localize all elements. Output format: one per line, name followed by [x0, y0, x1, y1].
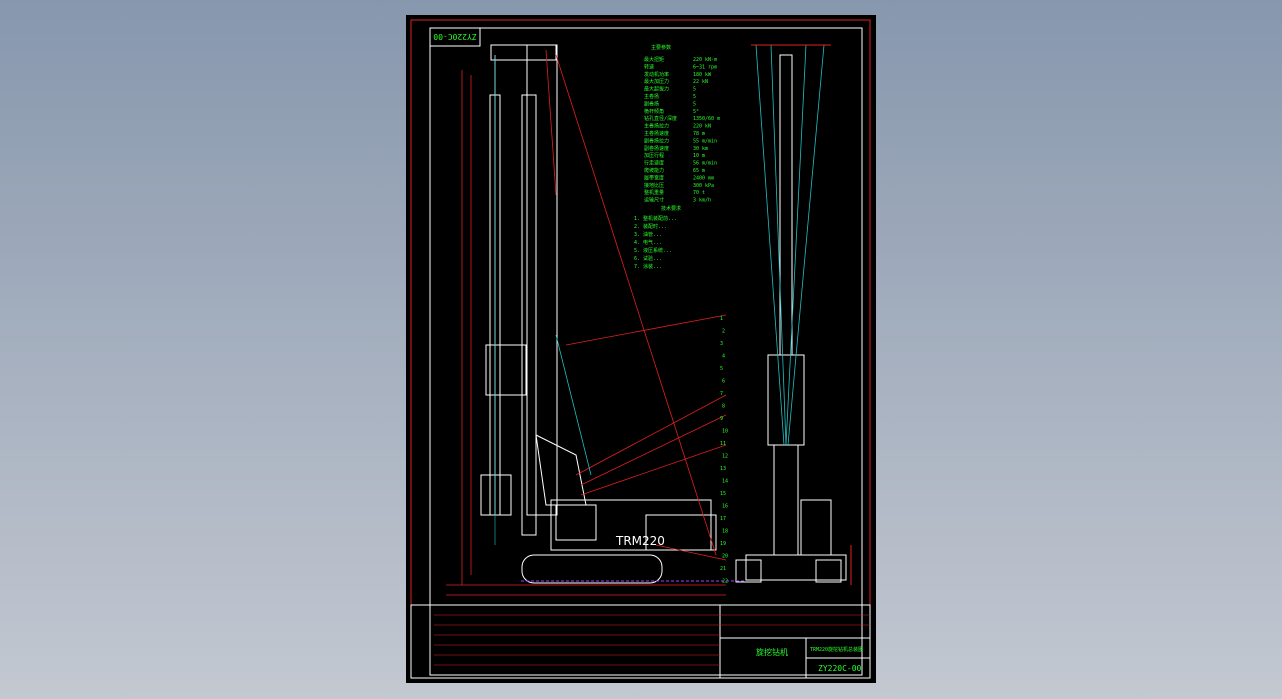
spec-name: 最大加压力: [644, 78, 669, 85]
spec-value: 220 kN·m: [693, 57, 717, 63]
spec-value: 30 km: [693, 146, 708, 152]
balloon-label: 8: [722, 404, 725, 410]
spec-value: 1350/60 m: [693, 116, 720, 122]
spec-value: 5: [693, 87, 696, 93]
spec-name: 转速: [644, 63, 654, 70]
title-model: TRM220旋挖钻机总装图: [810, 646, 863, 653]
spec-name: 副卷扬速度: [644, 145, 669, 152]
balloon-label: 12: [722, 454, 728, 460]
spec-name: 副卷扬拉力: [644, 137, 669, 144]
spec-value: 56 m/min: [693, 161, 717, 167]
cad-drawing-sheet[interactable]: ZY220C-00 TRM220: [406, 15, 876, 683]
spec-value: 2400 mm: [693, 175, 714, 181]
spec-value: 5: [693, 101, 696, 107]
spec-value: 180 kW: [693, 72, 712, 78]
spec-value: 220 kN: [693, 124, 711, 130]
spec-name: 整机重量: [644, 189, 664, 196]
drawing-canvas: ZY220C-00 TRM220: [410, 19, 871, 679]
balloon-label: 7: [720, 391, 723, 397]
spec-name: 最大扭矩: [644, 56, 664, 63]
spec-name: 主卷扬: [644, 93, 659, 100]
note-item: 4. 电气...: [634, 239, 662, 246]
rig-front-view: [735, 54, 847, 583]
balloon-label: 6: [722, 379, 725, 385]
swing-range-lines: [755, 44, 825, 446]
spec-name: 行走速度: [644, 160, 664, 167]
balloon-label: 20: [722, 554, 728, 560]
balloon-label: 21: [720, 566, 726, 572]
drawing-number-label: ZY220C-00: [433, 32, 477, 41]
note-item: 2. 装配时...: [634, 223, 667, 230]
spec-list: 最大扭矩 220 kN·m 转速 6~31 rpm 发动机功率 180 kW 最大加压力 22…: [644, 56, 720, 204]
spec-name: 履带宽度: [644, 174, 664, 181]
balloon-label: 17: [720, 516, 726, 522]
title-code: ZY220C-00: [818, 664, 862, 673]
spec-name: 运输尺寸: [644, 197, 664, 204]
spec-value: 10 m: [693, 153, 705, 159]
spec-name: 接地比压: [644, 182, 664, 189]
spec-name: 主卷扬速度: [644, 130, 669, 137]
drawing-number-box: [429, 27, 481, 47]
spec-value: 3 km/h: [693, 198, 711, 204]
spec-name: 最大起拔力: [644, 86, 669, 93]
balloon-label: 15: [720, 491, 726, 497]
balloon-label: 14: [722, 479, 728, 485]
rig-side-view: [480, 44, 717, 584]
dimension-lines: [446, 49, 727, 596]
balloon-label: 11: [720, 441, 726, 447]
notes-title: 技术要求: [661, 205, 681, 212]
drawing-border: [429, 27, 863, 676]
balloon-label: 18: [722, 529, 728, 535]
spec-value: 78 m: [693, 131, 705, 137]
spec-name: 主卷扬拉力: [644, 123, 669, 130]
spec-name: 桅杆倾角: [644, 108, 664, 115]
spec-value: 5°: [693, 109, 699, 115]
balloon-label: 19: [720, 541, 726, 547]
spec-value: 65 m: [693, 168, 705, 174]
model-text: TRM220: [615, 534, 665, 548]
note-item: 5. 液压系统...: [634, 247, 672, 254]
balloon-label: 2: [722, 329, 725, 335]
balloon-label: 9: [720, 416, 723, 422]
spec-name: 加压行程: [644, 152, 664, 159]
note-item: 6. 试验...: [634, 255, 662, 262]
notes-list: 1. 整机装配前...2. 装配时...3. 油管...4. 电气...5. 液…: [634, 215, 677, 270]
spec-value: 22 kN: [693, 79, 708, 85]
spec-value: 70 t: [693, 190, 705, 196]
spec-name: 钻孔直径/深度: [644, 115, 677, 122]
balloon-label: 13: [720, 466, 726, 472]
spec-value: 55 m/min: [693, 138, 717, 144]
balloon-label: 10: [722, 429, 728, 435]
balloon-label: 16: [722, 504, 728, 510]
balloon-label: 4: [722, 354, 725, 360]
spec-value: 300 kPa: [693, 183, 714, 189]
spec-value: 5: [693, 94, 696, 100]
spec-name: 发动机功率: [644, 71, 669, 78]
spec-name: 副卷扬: [644, 100, 659, 107]
title-name: 旋挖钻机: [756, 647, 788, 657]
balloon-label: 1: [720, 316, 723, 322]
note-item: 3. 油管...: [634, 231, 662, 238]
spec-title: 主要参数: [651, 44, 671, 51]
balloon-label: 22: [722, 579, 728, 585]
spec-value: 6~31 rpm: [693, 64, 717, 70]
note-item: 7. 涂装...: [634, 263, 662, 270]
spec-name: 爬坡能力: [644, 167, 664, 174]
parts-table-lines: [434, 614, 870, 666]
balloon-label: 5: [720, 366, 723, 372]
balloon-label: 3: [720, 341, 723, 347]
title-block: [410, 604, 871, 679]
note-item: 1. 整机装配前...: [634, 215, 677, 222]
